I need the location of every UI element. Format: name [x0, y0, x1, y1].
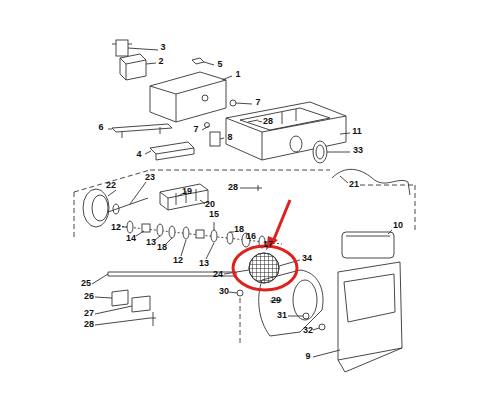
callout-number: 22	[103, 180, 119, 191]
callout-number: 5	[212, 59, 228, 70]
callout-number: 18	[231, 224, 247, 235]
callout-number: 33	[350, 145, 366, 156]
callout-number: 10	[390, 220, 406, 231]
callout-number: 20	[202, 199, 218, 210]
callout-number: 12	[170, 255, 186, 266]
callout-number: 4	[131, 149, 147, 160]
callout-number: 19	[179, 186, 195, 197]
callout-number: 6	[93, 122, 109, 133]
callout-number: 17	[260, 239, 276, 250]
callout-number: 3	[155, 42, 171, 53]
callout-number: 9	[300, 351, 316, 362]
callout-number: 25	[78, 278, 94, 289]
callout-number: 11	[349, 126, 365, 137]
callout-number: 14	[123, 233, 139, 244]
callout-number: 27	[81, 308, 97, 319]
callout-number: 8	[222, 132, 238, 143]
callout-number: 28	[81, 319, 97, 330]
callout-number: 29	[268, 295, 284, 306]
callout-number: 13	[143, 237, 159, 248]
callout-number: 7	[250, 97, 266, 108]
callout-number: 13	[196, 258, 212, 269]
callout-number: 24	[210, 269, 226, 280]
callout-number: 15	[206, 209, 222, 220]
callout-number: 26	[81, 291, 97, 302]
callout-number: 32	[300, 325, 316, 336]
callout-number: 34	[299, 253, 315, 264]
callout-number: 2	[153, 56, 169, 67]
callout-number: 23	[142, 172, 158, 183]
callout-number: 31	[274, 310, 290, 321]
callout-number: 18	[154, 242, 170, 253]
callout-number: 16	[243, 231, 259, 242]
callout-number: 12	[108, 222, 124, 233]
callout-number: 7	[188, 124, 204, 135]
callout-number: 1	[230, 69, 246, 80]
callout-number: 21	[346, 179, 362, 190]
callout-number: 30	[216, 286, 232, 297]
callout-number: 28	[260, 116, 276, 127]
callout-number: 28	[225, 182, 241, 193]
